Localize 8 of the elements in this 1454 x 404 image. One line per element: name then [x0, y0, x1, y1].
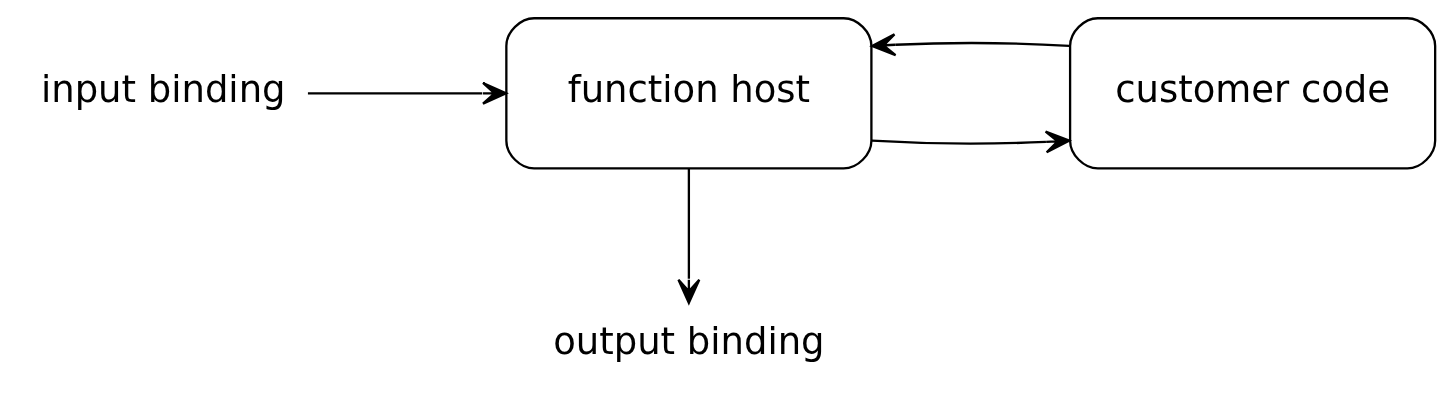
- arrow: [871, 129, 1071, 153]
- node-text: output binding: [553, 319, 825, 363]
- node-box: customer code: [1068, 16, 1437, 170]
- arrow: [677, 168, 701, 304]
- node-text: input binding: [40, 67, 286, 111]
- node-box: function host: [505, 16, 873, 170]
- arrow: [307, 81, 508, 105]
- arrow: [870, 32, 1070, 56]
